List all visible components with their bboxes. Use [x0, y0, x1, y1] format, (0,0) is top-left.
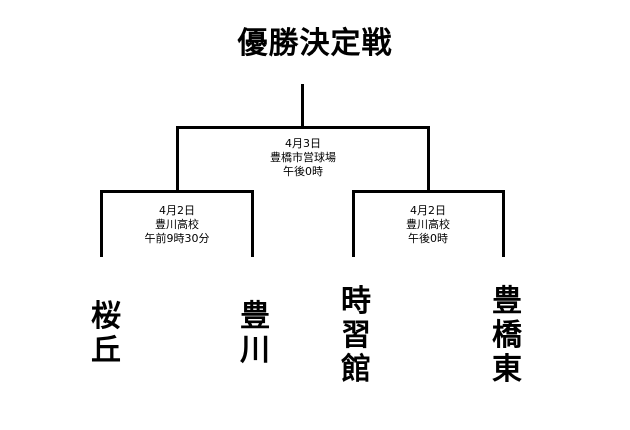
- team-name-char: 東: [492, 352, 522, 387]
- bracket-final-crossbar: [176, 126, 430, 129]
- bracket-semifinal-left-crossbar: [100, 190, 254, 193]
- bracket-final-stem: [301, 84, 304, 128]
- final-venue: 豊橋市営球場: [270, 151, 336, 164]
- page-title: 優勝決定戦: [237, 26, 393, 61]
- bracket-semifinal-right-crossbar: [352, 190, 505, 193]
- team-name-char: 時: [341, 284, 371, 319]
- bracket-semifinal-right-drop-left: [352, 190, 355, 257]
- bracket-final-left-drop: [176, 126, 179, 192]
- bracket-semifinal-left-drop-left: [100, 190, 103, 257]
- team-name-char: 桜: [91, 299, 121, 334]
- team-name-char: 習: [341, 318, 371, 353]
- semifinal-left-time: 午前9時30分: [144, 232, 210, 245]
- bracket-final-right-drop: [427, 126, 430, 192]
- semifinal-right-time: 午後0時: [408, 232, 448, 245]
- final-time: 午後0時: [283, 165, 323, 178]
- team-name-char: 橋: [492, 318, 522, 353]
- semifinal-right-match-info: 4月2日 豊川高校 午後0時: [368, 204, 488, 246]
- final-date: 4月3日: [285, 137, 321, 150]
- team-name-char: 川: [240, 333, 270, 368]
- final-match-info: 4月3日 豊橋市営球場 午後0時: [243, 137, 363, 179]
- team-sakuragaoka: 桜 丘: [86, 300, 126, 368]
- team-toyohashi-higashi: 豊 橋 東: [487, 285, 527, 387]
- bracket-semifinal-left-drop-right: [251, 190, 254, 257]
- team-name-char: 豊: [240, 299, 270, 334]
- semifinal-right-date: 4月2日: [410, 204, 446, 217]
- semifinal-right-venue: 豊川高校: [406, 218, 450, 231]
- team-name-char: 丘: [91, 333, 121, 368]
- bracket-semifinal-right-drop-right: [502, 190, 505, 257]
- team-jishukan: 時 習 館: [336, 285, 376, 387]
- semifinal-left-match-info: 4月2日 豊川高校 午前9時30分: [117, 204, 237, 246]
- team-name-char: 豊: [492, 284, 522, 319]
- team-name-char: 館: [341, 352, 371, 387]
- semifinal-left-date: 4月2日: [159, 204, 195, 217]
- team-toyokawa: 豊 川: [235, 300, 275, 368]
- semifinal-left-venue: 豊川高校: [155, 218, 199, 231]
